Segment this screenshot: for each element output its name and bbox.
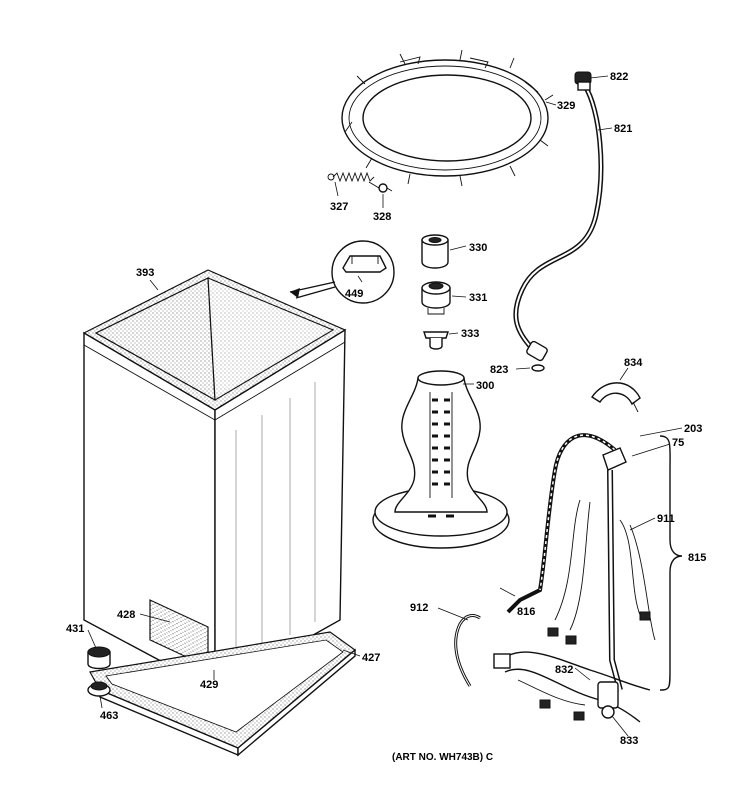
callout-labels: 822 329 821 327 328 330 331 333 393 449 …: [66, 71, 706, 763]
agitator-dog-part: [421, 281, 451, 315]
callout-912: 912: [410, 602, 428, 614]
callout-328: 328: [373, 211, 391, 223]
foot-pad-part: [87, 681, 111, 697]
spring-part: [327, 171, 375, 183]
detail-bubble-449: [289, 240, 395, 304]
wire-harness-part: [493, 433, 656, 723]
callout-427: 427: [362, 652, 380, 664]
callout-331: 331: [469, 292, 487, 304]
art-number-label: (ART NO. WH743B) C: [392, 752, 493, 763]
callout-429: 429: [200, 679, 218, 691]
tub-ring-part: [341, 49, 554, 187]
callout-449: 449: [345, 288, 363, 300]
callout-393: 393: [136, 267, 154, 279]
callout-832: 832: [555, 664, 573, 676]
callout-333: 333: [461, 328, 479, 340]
agitator-bolt-part: [423, 331, 449, 350]
clamp-part: [591, 382, 641, 413]
harness-bracket: [659, 435, 683, 691]
leader-lines: [87, 75, 683, 737]
wire-912-part: [454, 614, 481, 687]
cabinet-part: [82, 269, 347, 692]
base-part: [89, 631, 356, 757]
callout-329: 329: [557, 100, 575, 112]
callout-823: 823: [490, 364, 508, 376]
callout-330: 330: [469, 242, 487, 254]
callout-834: 834: [624, 357, 643, 369]
callout-816: 816: [517, 606, 535, 618]
callout-815: 815: [688, 552, 706, 564]
callout-431: 431: [66, 623, 84, 635]
callout-428: 428: [117, 609, 135, 621]
callout-833: 833: [620, 735, 638, 747]
callout-822: 822: [610, 71, 628, 83]
callout-327: 327: [330, 201, 348, 213]
agitator-part: [372, 370, 510, 549]
leveling-leg-part: [87, 646, 111, 670]
inlet-hose-part: [513, 71, 604, 372]
agitator-cap-part: [421, 234, 449, 269]
callout-463: 463: [100, 710, 118, 722]
callout-203: 203: [684, 423, 702, 435]
callout-821: 821: [614, 123, 632, 135]
callout-75: 75: [672, 437, 684, 449]
callout-911: 911: [657, 513, 675, 525]
bolt-part: [368, 181, 393, 193]
callout-300: 300: [476, 380, 494, 392]
